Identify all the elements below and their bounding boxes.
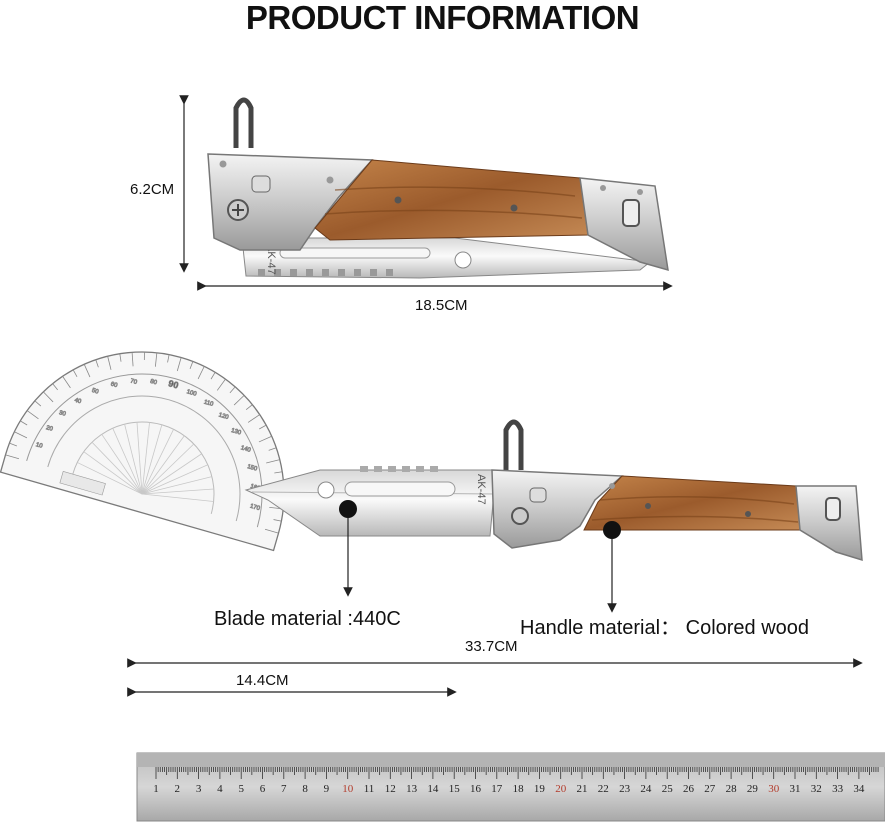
ruler-number: 30 bbox=[768, 783, 780, 795]
ruler-number: 17 bbox=[491, 783, 503, 795]
ruler-number: 29 bbox=[747, 783, 759, 795]
protractor-number: 20 bbox=[45, 425, 54, 433]
ruler-number: 11 bbox=[364, 783, 375, 795]
protractor-number: 30 bbox=[58, 410, 67, 418]
lanyard-ring bbox=[233, 97, 254, 148]
ruler-number: 22 bbox=[598, 783, 609, 795]
ruler-number: 23 bbox=[619, 783, 631, 795]
ruler-number: 14 bbox=[427, 783, 439, 795]
ruler-number: 8 bbox=[302, 783, 308, 795]
ruler-number: 28 bbox=[726, 783, 738, 795]
protractor-number: 150 bbox=[246, 464, 258, 473]
ruler-number: 6 bbox=[260, 783, 266, 795]
open-blade bbox=[244, 469, 497, 537]
handle-material-label: Handle material： Colored wood bbox=[520, 617, 810, 639]
ruler-number: 27 bbox=[704, 783, 716, 795]
ruler-number: 4 bbox=[217, 783, 223, 795]
open-lanyard-ring bbox=[503, 419, 524, 470]
blade-material-label: Blade material :440C bbox=[214, 608, 401, 630]
ruler-number: 5 bbox=[238, 783, 244, 795]
ruler-number: 26 bbox=[683, 783, 695, 795]
protractor-number: 50 bbox=[91, 388, 100, 396]
ruler-number: 3 bbox=[196, 783, 202, 795]
blade-length-label: 14.4CM bbox=[236, 672, 289, 689]
protractor-number: 60 bbox=[110, 382, 119, 390]
closed-length-label: 18.5CM bbox=[415, 297, 468, 314]
ruler-number: 16 bbox=[470, 783, 482, 795]
ruler-number: 9 bbox=[324, 783, 330, 795]
ruler-number: 21 bbox=[577, 783, 588, 795]
protractor-number: 110 bbox=[203, 399, 214, 408]
protractor-number: 80 bbox=[149, 379, 158, 387]
ruler-number: 25 bbox=[662, 783, 674, 795]
blade-callout-dot bbox=[339, 500, 357, 518]
protractor-number: 140 bbox=[240, 445, 252, 454]
ruler-number: 34 bbox=[853, 783, 865, 795]
ruler-number: 13 bbox=[406, 783, 418, 795]
handle-callout-dot bbox=[603, 521, 621, 539]
protractor-number: 40 bbox=[74, 398, 83, 406]
ruler-number: 7 bbox=[281, 783, 287, 795]
blade-marking: AK-47 bbox=[265, 244, 277, 275]
protractor: 1020304050607080901001101201301401501601… bbox=[0, 351, 285, 552]
protractor-number: 100 bbox=[186, 389, 198, 398]
ruler-number: 24 bbox=[640, 783, 652, 795]
ruler-number: 31 bbox=[790, 783, 801, 795]
closed-height-label: 6.2CM bbox=[130, 181, 175, 198]
page-title: PRODUCT INFORMATION bbox=[245, 0, 640, 36]
ruler-number: 19 bbox=[534, 783, 546, 795]
protractor-number: 170 bbox=[249, 504, 261, 513]
ruler-number: 2 bbox=[175, 783, 181, 795]
open-length-label: 33.7CM bbox=[465, 638, 518, 655]
ruler-number: 12 bbox=[385, 783, 396, 795]
ruler-number: 20 bbox=[555, 783, 567, 795]
ruler-number: 1 bbox=[153, 783, 159, 795]
open-knife: AK-47 bbox=[244, 419, 863, 562]
protractor-number: 90 bbox=[167, 378, 179, 390]
ruler-number: 33 bbox=[832, 783, 844, 795]
ruler-number: 15 bbox=[449, 783, 461, 795]
ruler-number: 18 bbox=[513, 783, 525, 795]
protractor-number: 70 bbox=[129, 378, 138, 386]
closed-knife: AK-47 bbox=[207, 97, 669, 279]
ruler-number: 10 bbox=[342, 783, 354, 795]
protractor-number: 10 bbox=[35, 442, 44, 450]
open-blade-marking: AK-47 bbox=[475, 474, 487, 505]
protractor-number: 130 bbox=[230, 428, 242, 437]
ruler-number: 32 bbox=[811, 783, 822, 795]
protractor-number: 120 bbox=[218, 412, 230, 421]
